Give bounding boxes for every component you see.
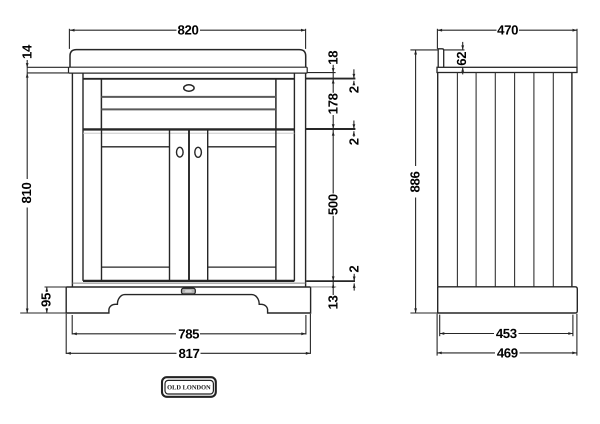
svg-text:810: 810 [19,183,34,204]
svg-text:470: 470 [497,23,518,38]
svg-text:817: 817 [179,346,200,361]
svg-text:500: 500 [326,194,341,215]
svg-text:469: 469 [497,346,518,361]
svg-text:886: 886 [408,172,423,193]
svg-text:820: 820 [178,23,199,38]
svg-text:453: 453 [496,326,517,341]
svg-text:95: 95 [39,293,54,307]
svg-text:13: 13 [326,296,341,310]
svg-text:18: 18 [326,51,341,65]
svg-text:178: 178 [326,93,341,114]
svg-text:785: 785 [178,327,199,342]
svg-text:62: 62 [454,52,469,66]
svg-text:2: 2 [346,86,361,93]
svg-text:2: 2 [346,138,361,145]
svg-text:14: 14 [20,44,35,59]
svg-text:2: 2 [347,266,362,273]
